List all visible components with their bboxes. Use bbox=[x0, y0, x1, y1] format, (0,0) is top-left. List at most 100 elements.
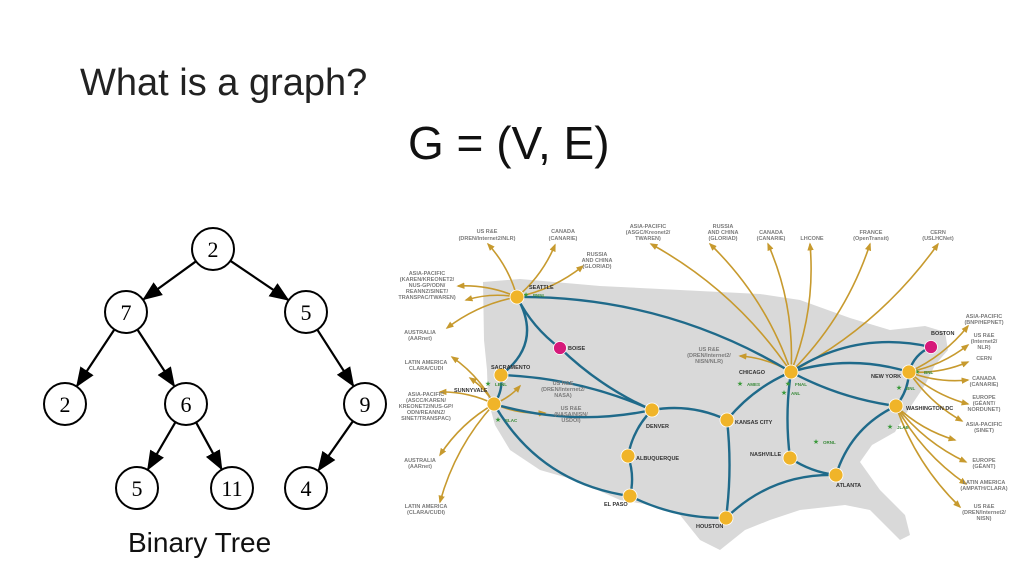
city-label: NASHVILLE bbox=[750, 452, 782, 458]
peering-label: (BNP/HEPNET) bbox=[964, 320, 1003, 326]
backbone-link bbox=[516, 295, 792, 374]
site-label: PNNL bbox=[533, 293, 546, 298]
site-star-icon: ★ bbox=[495, 416, 501, 424]
tree-edge bbox=[316, 329, 355, 388]
backbone-link bbox=[629, 494, 727, 520]
hub-node bbox=[718, 510, 734, 526]
city-label: SACRAMENTO bbox=[491, 365, 531, 371]
peering-label: USDOI) bbox=[561, 418, 580, 424]
international-link bbox=[438, 403, 495, 504]
peering-label: (DREN/Internet2/ bbox=[687, 353, 731, 359]
site-label: SLAC bbox=[505, 418, 518, 423]
international-link bbox=[895, 405, 968, 463]
peering-label: NISN) bbox=[977, 516, 992, 522]
peering-label: (NASA/NISN/ bbox=[554, 412, 588, 418]
peering-label: (Internet2/ bbox=[971, 339, 998, 345]
tree-edge bbox=[142, 260, 197, 301]
peering-label: (ASCC/KAREN/ bbox=[406, 398, 447, 404]
peering-label: RUSSIA bbox=[587, 252, 608, 258]
peering-label: US R&E bbox=[974, 504, 995, 510]
site-label: JLAB bbox=[897, 425, 910, 430]
peering-label: (GÉANT/ bbox=[973, 399, 996, 407]
peering-label: AND CHINA bbox=[708, 230, 739, 236]
backbone-link bbox=[834, 404, 897, 476]
international-link bbox=[895, 405, 962, 509]
hub-node bbox=[553, 341, 567, 355]
city-label: SUNNYVALE bbox=[454, 388, 488, 394]
backbone-link bbox=[493, 402, 653, 419]
international-link bbox=[790, 242, 872, 373]
peering-label: (GÉANT) bbox=[973, 462, 996, 470]
tree-node-label: 2 bbox=[60, 392, 71, 417]
peering-label: LATIN AMERICA bbox=[405, 504, 448, 510]
backbone-link bbox=[786, 371, 793, 459]
peering-label: (USLHCNet) bbox=[922, 236, 954, 242]
international-link bbox=[895, 405, 968, 485]
tree-node-circle bbox=[284, 290, 328, 334]
site-star-icon: ★ bbox=[914, 368, 920, 376]
peering-label: (CANARIE) bbox=[549, 236, 578, 242]
city-label: BOSTON bbox=[931, 331, 954, 337]
binary-tree-caption: Binary Tree bbox=[128, 527, 272, 558]
site-label: FNAL bbox=[795, 382, 807, 387]
site-star-icon: ★ bbox=[523, 291, 529, 299]
peering-label: US R&E bbox=[477, 229, 498, 235]
peering-label: FRANCE bbox=[860, 230, 883, 236]
peering-label: NLR) bbox=[977, 345, 990, 351]
map-labels: US R&E(DREN/Internet2/NLR)CANADA(CANARIE… bbox=[398, 224, 1007, 522]
hub-node bbox=[924, 340, 938, 354]
international-link bbox=[649, 243, 792, 373]
tree-node-label: 5 bbox=[132, 476, 143, 501]
site-star-icon: ★ bbox=[485, 380, 491, 388]
hub-node bbox=[888, 398, 904, 414]
peering-label: (DREN/Internet2/ bbox=[541, 387, 585, 393]
peering-label: (CANARIE) bbox=[757, 236, 786, 242]
peering-label: CLARA/CUDI bbox=[409, 366, 444, 372]
city-label: DENVER bbox=[646, 424, 669, 430]
tree-node-label: 9 bbox=[360, 392, 371, 417]
hub-node bbox=[828, 467, 844, 483]
city-label: WASHINGTON DC bbox=[906, 406, 953, 412]
tree-edge bbox=[147, 421, 177, 471]
backbone-link bbox=[790, 340, 932, 374]
peering-label: CERN bbox=[976, 356, 992, 362]
peering-label: TRANSPAC/TWAREN) bbox=[398, 295, 456, 301]
peering-label: ASIA-PACIFIC bbox=[630, 224, 667, 230]
peering-label: LHCONE bbox=[800, 236, 824, 242]
tree-node-circle bbox=[210, 466, 254, 510]
peering-label: CERN bbox=[930, 230, 946, 236]
site-star-icon: ★ bbox=[781, 389, 787, 397]
peering-label: ASIA-PACIFIC bbox=[966, 314, 1003, 320]
city-label: ATLANTA bbox=[836, 483, 861, 489]
hub-node bbox=[782, 450, 798, 466]
peering-label: NUS-GP/ODN/ bbox=[409, 283, 446, 289]
site-label: ANL bbox=[791, 391, 800, 396]
peering-label: AND CHINA bbox=[582, 258, 613, 264]
city-label: BOISE bbox=[568, 346, 585, 352]
peering-label: NASA) bbox=[554, 393, 572, 399]
site-label: BNL bbox=[906, 386, 915, 391]
hub-node bbox=[644, 402, 660, 418]
peering-label: US R&E bbox=[974, 333, 995, 339]
tree-node-label: 6 bbox=[181, 392, 192, 417]
backbone-link bbox=[726, 370, 792, 421]
peering-label: (KAREN/KREONET2/ bbox=[400, 277, 455, 283]
peering-label: US R&E bbox=[561, 406, 582, 412]
peering-label: (SINET) bbox=[974, 428, 994, 434]
hub-node bbox=[509, 289, 525, 305]
site-label: ORNL bbox=[823, 440, 836, 445]
peering-label: AUSTRALIA bbox=[404, 330, 436, 336]
peering-label: KREONET2/NUS-GP/ bbox=[399, 404, 454, 410]
peering-label: NORDUNET) bbox=[968, 407, 1001, 413]
backbone-links bbox=[492, 295, 932, 520]
peering-label: (GLORIAD) bbox=[582, 264, 611, 270]
peering-label: (DREN/Internet2/ bbox=[962, 510, 1006, 516]
hub-node bbox=[783, 364, 799, 380]
tree-node-circle bbox=[164, 382, 208, 426]
peering-label: ASIA-PACIFIC bbox=[966, 422, 1003, 428]
graph-formula: G = (V, E) bbox=[408, 117, 610, 169]
city-label: EL PASO bbox=[604, 502, 628, 508]
peering-label: SINET/TRANSPAC) bbox=[401, 416, 451, 422]
